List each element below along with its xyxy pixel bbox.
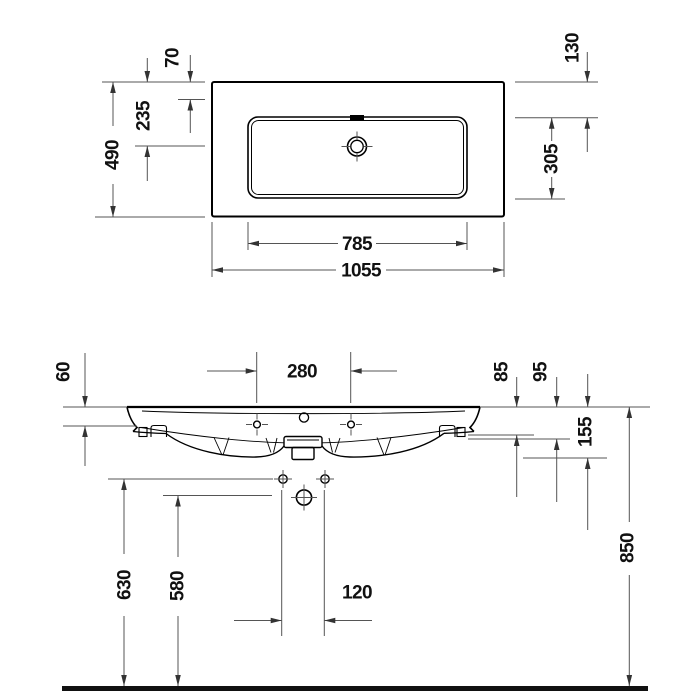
dim-drain-hole-spacing: 120 — [234, 583, 373, 624]
basin-outline — [211, 81, 505, 218]
bowl-hidden-line — [140, 427, 465, 444]
wall-brackets — [138, 424, 466, 438]
dim-label-785: 785 — [342, 234, 373, 255]
dim-floor-to-drain: 580 — [168, 495, 189, 686]
wall-hole-crosshair-right — [316, 470, 334, 488]
drain-pipe-crosshair — [291, 484, 317, 511]
dim-tap-hole-spacing: 280 — [207, 362, 397, 383]
dim-back-to-tap: 235 — [134, 58, 155, 181]
dim-label-850: 850 — [618, 533, 639, 563]
drain-fitting — [283, 435, 323, 461]
dim-back-to-line: 70 — [163, 48, 194, 133]
plan-bottom-extension-lines — [211, 222, 505, 277]
dim-label-70: 70 — [163, 48, 184, 68]
plan-right-extension-lines — [515, 81, 598, 200]
fixing-hole-crosshair-left — [246, 413, 268, 436]
dim-label-60: 60 — [54, 362, 75, 382]
bowl-silhouette — [165, 432, 445, 458]
dim-floor-to-fixing-holes: 630 — [115, 479, 136, 686]
tap-hole-crosshair — [341, 131, 373, 162]
plan-view: 490 235 70 130 30 — [95, 33, 598, 282]
elevation-view: 280 60 85 95 155 — [54, 352, 650, 686]
dim-label-305: 305 — [542, 143, 563, 174]
dim-top-to-underside: 155 — [576, 374, 597, 530]
basin-interior-line — [141, 410, 466, 415]
rim-underside — [132, 430, 475, 435]
overflow-slot — [350, 115, 364, 120]
elevation-left-edge — [126, 406, 139, 433]
dim-label-630: 630 — [115, 570, 136, 600]
dim-overall-width: 1055 — [212, 261, 504, 282]
dim-label-1055: 1055 — [341, 261, 382, 282]
dim-label-155: 155 — [576, 416, 597, 447]
dim-top-to-fixing-holes: 85 — [492, 361, 520, 497]
dim-label-490: 490 — [103, 140, 124, 170]
dim-label-280: 280 — [287, 362, 317, 383]
wall-hole-crosshair-left — [274, 470, 292, 488]
bowl-ribs — [213, 437, 392, 456]
plan-left-extension-lines — [95, 81, 205, 218]
dim-back-to-basin: 130 — [563, 33, 591, 152]
dim-label-580: 580 — [168, 571, 189, 601]
overflow-hole — [298, 412, 310, 423]
dim-label-120: 120 — [342, 583, 372, 604]
elevation-right-edge — [468, 406, 481, 433]
dim-label-235: 235 — [134, 100, 155, 131]
dim-top-to-rim-bottom: 95 — [531, 361, 560, 502]
dim-label-130: 130 — [563, 33, 584, 63]
dim-label-85: 85 — [492, 361, 513, 382]
dim-label-95: 95 — [531, 361, 552, 382]
dim-overall-depth: 490 — [103, 82, 124, 217]
dim-basin-width: 785 — [248, 234, 467, 255]
dim-basin-depth: 305 — [542, 117, 563, 199]
fixing-hole-crosshair-right — [340, 413, 362, 436]
dim-floor-to-top: 850 — [618, 407, 639, 686]
inner-basin-offset-line — [251, 120, 464, 195]
dim-side-edge-height: 60 — [54, 353, 88, 466]
elevation-extension-lines — [63, 352, 650, 636]
